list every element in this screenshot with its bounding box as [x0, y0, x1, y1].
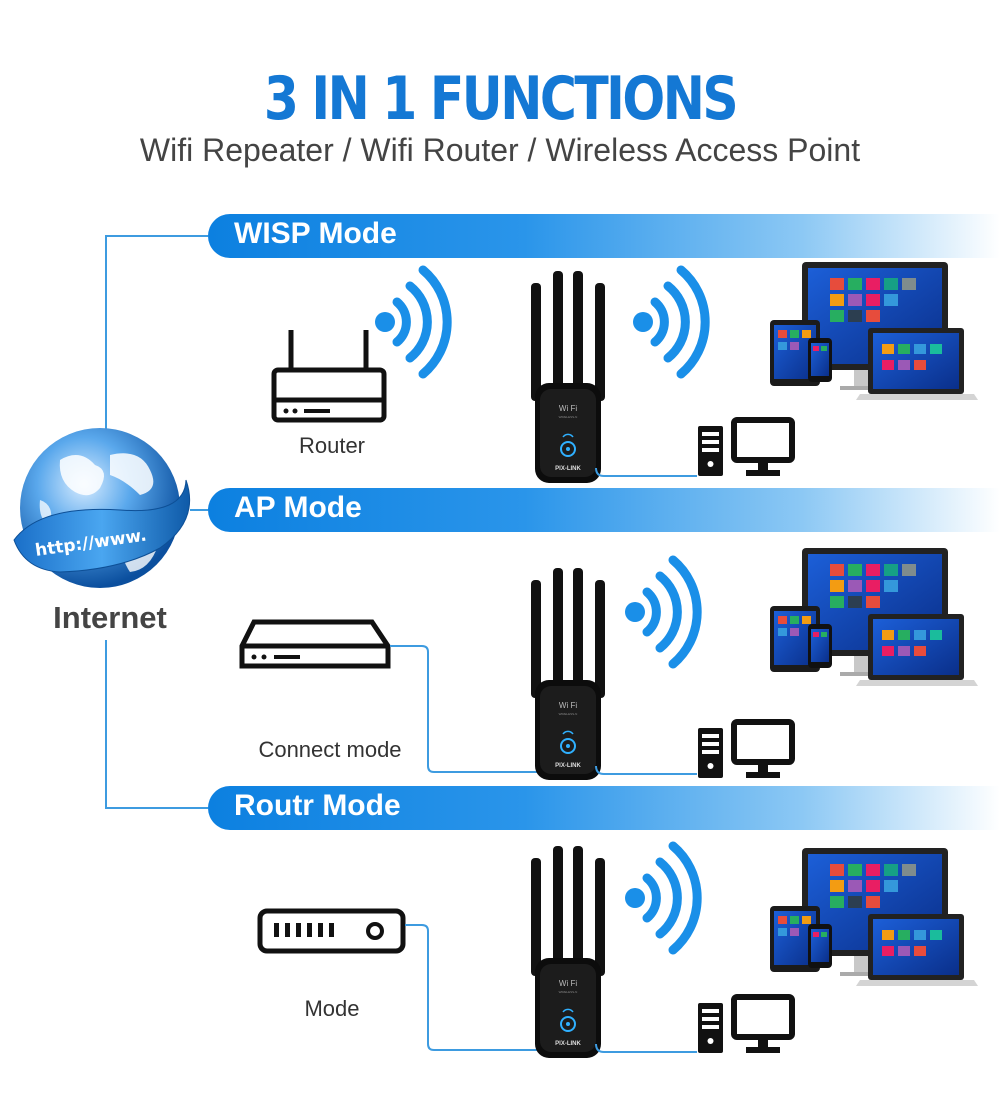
ap-switch-icon — [239, 619, 391, 669]
ethernet-line — [595, 1043, 697, 1053]
device-label-mode: Mode — [304, 996, 360, 1021]
client-devices-icon — [770, 262, 978, 400]
device-label-connect: Connect mode — [258, 737, 402, 762]
modem-icon — [257, 908, 406, 954]
wifi-signal-icon — [625, 560, 697, 664]
internet-label: Internet — [53, 600, 167, 635]
internet-connection-lines — [105, 235, 208, 809]
device-label-router: Router — [298, 433, 366, 458]
wifi-extender-device — [530, 270, 606, 484]
mode-title: WISP Mode — [234, 217, 397, 250]
wifi-signal-icon — [633, 270, 705, 374]
wifi-signal-icon — [625, 846, 697, 950]
wifi-extender-device — [530, 567, 606, 781]
page-title: 3 IN 1 FUNCTIONS — [263, 64, 739, 134]
internet-globe-icon: http://www. — [13, 428, 191, 588]
desktop-pc-icon — [698, 722, 792, 778]
page-subtitle: Wifi Repeater / Wifi Router / Wireless A… — [139, 132, 861, 168]
mode-banner-wisp: WISP Mode — [208, 214, 1000, 258]
mode-title: AP Mode — [234, 491, 362, 524]
ethernet-line — [405, 924, 548, 1051]
ethernet-line — [390, 645, 548, 773]
mode-title: Routr Mode — [234, 789, 401, 822]
mode-banner-router: Routr Mode — [208, 786, 1000, 830]
desktop-pc-icon — [698, 420, 792, 476]
client-devices-icon — [770, 848, 978, 986]
ethernet-line — [595, 765, 697, 775]
client-devices-icon — [770, 548, 978, 686]
wisp-router-icon — [271, 330, 387, 423]
wifi-signal-icon — [375, 270, 447, 374]
wifi-extender-device — [530, 845, 606, 1059]
desktop-pc-icon — [698, 997, 792, 1053]
mode-banner-ap: AP Mode — [208, 488, 1000, 532]
ethernet-line — [595, 467, 697, 477]
